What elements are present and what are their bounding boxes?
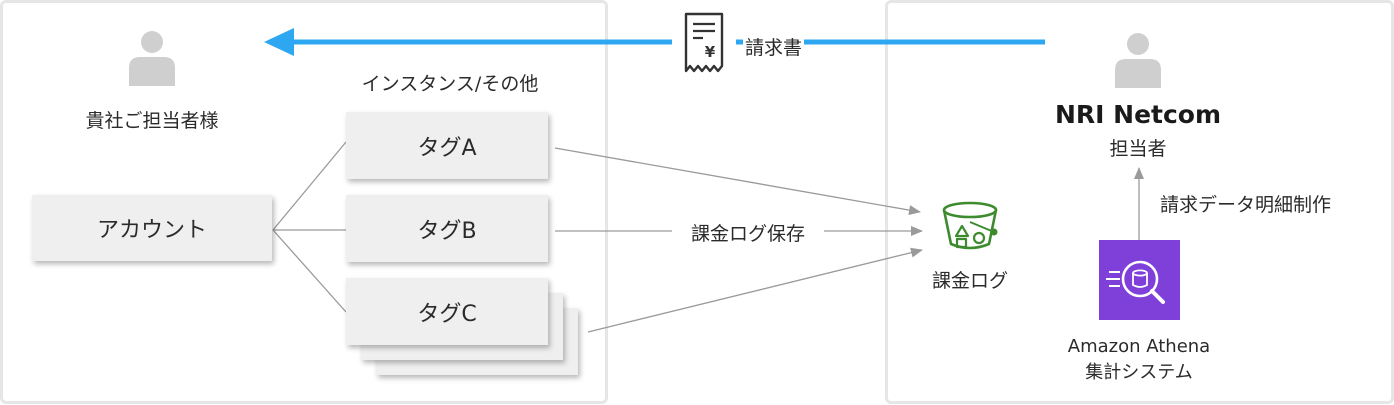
invoice-icon: ¥ [672, 10, 736, 76]
invoice-arrow-head [264, 28, 294, 56]
nri-person-label: 担当者 [1109, 138, 1167, 160]
bucket-icon [942, 201, 998, 250]
client-label: 貴社ご担当者様 [85, 110, 219, 132]
tag-c-box: タグC [346, 278, 548, 345]
tag-a-box: タグA [346, 112, 548, 179]
account-box: アカウント [32, 195, 272, 261]
save-label: 課金ログ保存 [672, 219, 824, 246]
task-label: 請求データ明細制作 [1160, 194, 1332, 216]
athena-label-line1: Amazon Athena [1067, 336, 1211, 357]
athena-icon [1099, 240, 1180, 320]
tag-b-label: タグB [417, 218, 477, 244]
tag-b-box: タグB [346, 195, 548, 262]
tag-a-label: タグA [417, 135, 477, 161]
tag-c-connector [587, 247, 923, 333]
fan-line-c [272, 229, 347, 313]
client-person-icon [129, 31, 175, 86]
tag-a-connector [554, 147, 921, 216]
athena-label-line2: 集計システム [1085, 362, 1193, 383]
company-name: NRI Netcom [1054, 100, 1222, 129]
nri-person-icon [1115, 33, 1161, 88]
svg-text:¥: ¥ [705, 43, 716, 61]
invoice-label: 請求書 [743, 33, 805, 60]
billing-log-label: 課金ログ [931, 270, 1008, 292]
fan-line-a [272, 141, 347, 231]
group-label: インスタンス/その他 [361, 73, 539, 95]
account-label: アカウント [96, 218, 207, 243]
tag-c-label: タグC [417, 301, 477, 327]
